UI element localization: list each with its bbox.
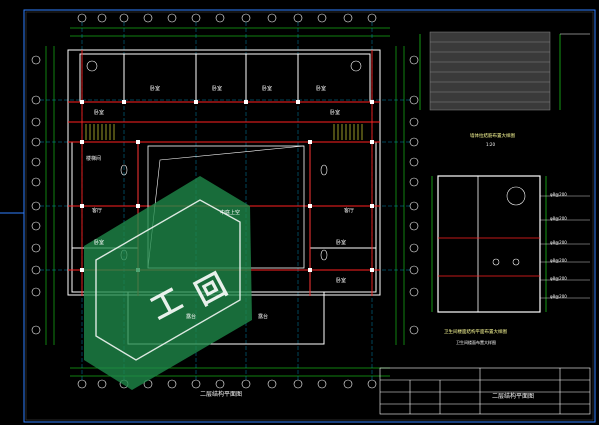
wall-detail-title: 墙体拉结筋布置大样图: [470, 134, 515, 139]
toilet-fixtures: [86, 60, 362, 261]
room-label-bottom-2: 露台: [258, 314, 269, 320]
floor-plan: 工 回: [31, 13, 419, 390]
room-label-top-1: 卧室: [150, 86, 161, 92]
bathroom-detail: [431, 175, 590, 313]
room-label-left-2: 楼梯间: [86, 156, 102, 162]
sheet-inner-frame: [25, 11, 594, 421]
room-label-left-1: 卧室: [94, 110, 105, 116]
wall-tie-detail: [419, 31, 590, 111]
top-axis-bubbles: [77, 13, 377, 23]
wall-detail-scale: 1:20: [486, 142, 495, 147]
title-block-drawing-title: 二层结构平面图: [492, 393, 535, 400]
bath-note-5: φ8@200: [550, 276, 567, 281]
bath-note-6: φ8@200: [550, 294, 567, 299]
room-label-top-2: 卧室: [212, 86, 223, 92]
columns: [80, 100, 374, 272]
bath-detail-title: 卫生间楼面结构平面布置大样图: [444, 330, 507, 335]
courtyard-label: 中庭上空: [220, 210, 241, 216]
right-axis-bubbles: [409, 55, 419, 335]
room-label-top-4: 卧室: [316, 86, 327, 92]
bath-detail-subtitle: 卫生间楼面布置大样图: [456, 340, 496, 345]
stair-right: [333, 124, 363, 140]
title-block: [379, 367, 591, 415]
plan-title: 二层结构平面图: [200, 391, 243, 398]
left-axis-bubbles: [31, 55, 41, 335]
room-label-right-3: 卧室: [336, 240, 347, 246]
room-label-left-4: 卧室: [94, 240, 105, 246]
bath-note-2: φ8@200: [550, 216, 567, 221]
logo-watermark: 工 回: [84, 176, 252, 390]
stair-left: [85, 124, 115, 140]
sheet-frame: [23, 9, 596, 423]
room-label-right-4: 卧室: [336, 278, 347, 284]
room-label-top-3: 卧室: [262, 86, 273, 92]
bath-note-1: φ8@200: [550, 192, 567, 197]
room-label-left-3: 客厅: [92, 208, 103, 214]
room-label-right-2: 客厅: [344, 208, 355, 214]
room-label-bottom-1: 露台: [186, 314, 197, 320]
bath-note-3: φ8@200: [550, 240, 567, 245]
bath-note-4: φ8@200: [550, 258, 567, 263]
room-label-right-1: 卧室: [330, 110, 341, 116]
